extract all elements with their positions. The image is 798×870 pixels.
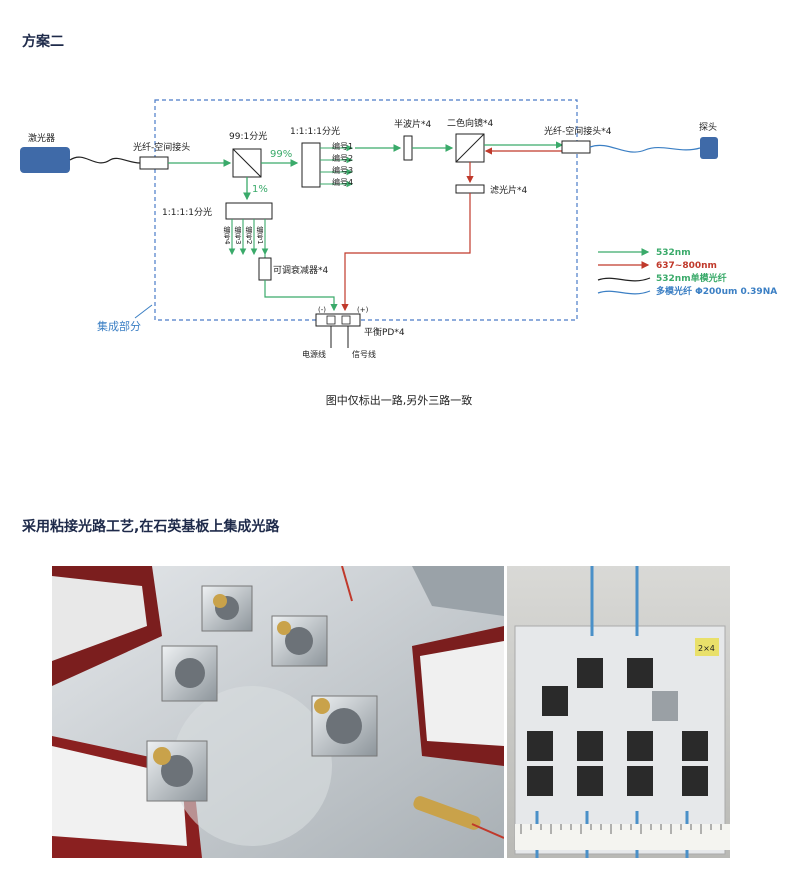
left-output-4-label: 编号4: [223, 225, 231, 245]
output-1-label: 编号1: [332, 141, 353, 151]
filter-label: 滤光片*4: [490, 184, 528, 196]
probe-box: [700, 137, 718, 159]
attenuator: [258, 257, 272, 281]
legend-red: 637~800nm: [656, 261, 717, 271]
splitter-99-1-label: 99:1分光: [229, 130, 267, 142]
integrated-region-pointer: [134, 304, 153, 319]
fiber-coupler-in-label: 光纤-空间接头: [133, 141, 190, 153]
balanced-pd: [315, 313, 361, 327]
output-4-label: 编号4: [332, 177, 353, 187]
left-output-3-label: 编号3: [234, 225, 242, 244]
ratio-1-label: 1%: [252, 184, 268, 195]
legend-blue: 多模光纤 Φ200um 0.39NA: [656, 285, 777, 297]
board-tag-label: 2×4: [698, 644, 715, 653]
attenuator-label: 可调衰减器*4: [273, 264, 329, 276]
legend-green: 532nm: [656, 248, 691, 258]
pd-minus-label: (-): [318, 306, 326, 314]
fiber-coupler-out-label: 光纤-空间接头*4: [544, 125, 612, 137]
output-3-label: 编号3: [332, 165, 353, 175]
multimode-fiber: [589, 144, 701, 153]
half-wave-plate-label: 半波片*4: [394, 118, 432, 130]
process-heading: 采用粘接光路工艺,在石英基板上集成光路: [22, 519, 280, 535]
output-2-label: 编号2: [332, 153, 353, 163]
attenuator-path: [264, 280, 338, 312]
diagram-caption: 图中仅标出一路,另外三路一致: [325, 394, 473, 407]
splitter-1111-top-label: 1:1:1:1分光: [290, 125, 340, 137]
integrated-region-border: [154, 99, 578, 321]
laser-label: 激光器: [28, 132, 55, 144]
probe-label: 探头: [699, 121, 717, 133]
optical-path-diagram: 集成部分 激光器 光纤-空间接头 99:1分光 99% 1:1:1:1分光 编号…: [20, 99, 777, 359]
left-output-2-label: 编号2: [245, 225, 253, 244]
dichroic-mirror-label: 二色向镜*4: [447, 117, 494, 129]
prototype-photo-right: 2×4: [507, 566, 730, 858]
filter: [455, 184, 485, 194]
ratio-99-label: 99%: [270, 149, 292, 160]
scheme-heading: 方案二: [22, 34, 64, 50]
red-return-path: [341, 193, 471, 312]
pd-plus-label: (+): [357, 306, 369, 314]
left-output-1-label: 编号1: [256, 225, 264, 244]
power-line-label: 电源线: [302, 349, 326, 359]
signal-line-label: 信号线: [352, 349, 376, 359]
fiber-coupler-in: [139, 156, 169, 170]
prototype-photo-left: [52, 566, 504, 858]
legend-black: 532nm单模光纤: [656, 272, 727, 284]
balanced-pd-label: 平衡PD*4: [364, 326, 405, 338]
half-wave-plate: [403, 135, 413, 161]
splitter-1111-left-label: 1:1:1:1分光: [162, 206, 212, 218]
laser-fiber: [69, 156, 141, 164]
laser-box: [20, 147, 70, 173]
integrated-region-label: 集成部分: [97, 319, 141, 333]
splitter-1111-top: [301, 142, 321, 188]
splitter-1111-left: [225, 202, 273, 220]
fiber-coupler-out: [561, 140, 591, 154]
